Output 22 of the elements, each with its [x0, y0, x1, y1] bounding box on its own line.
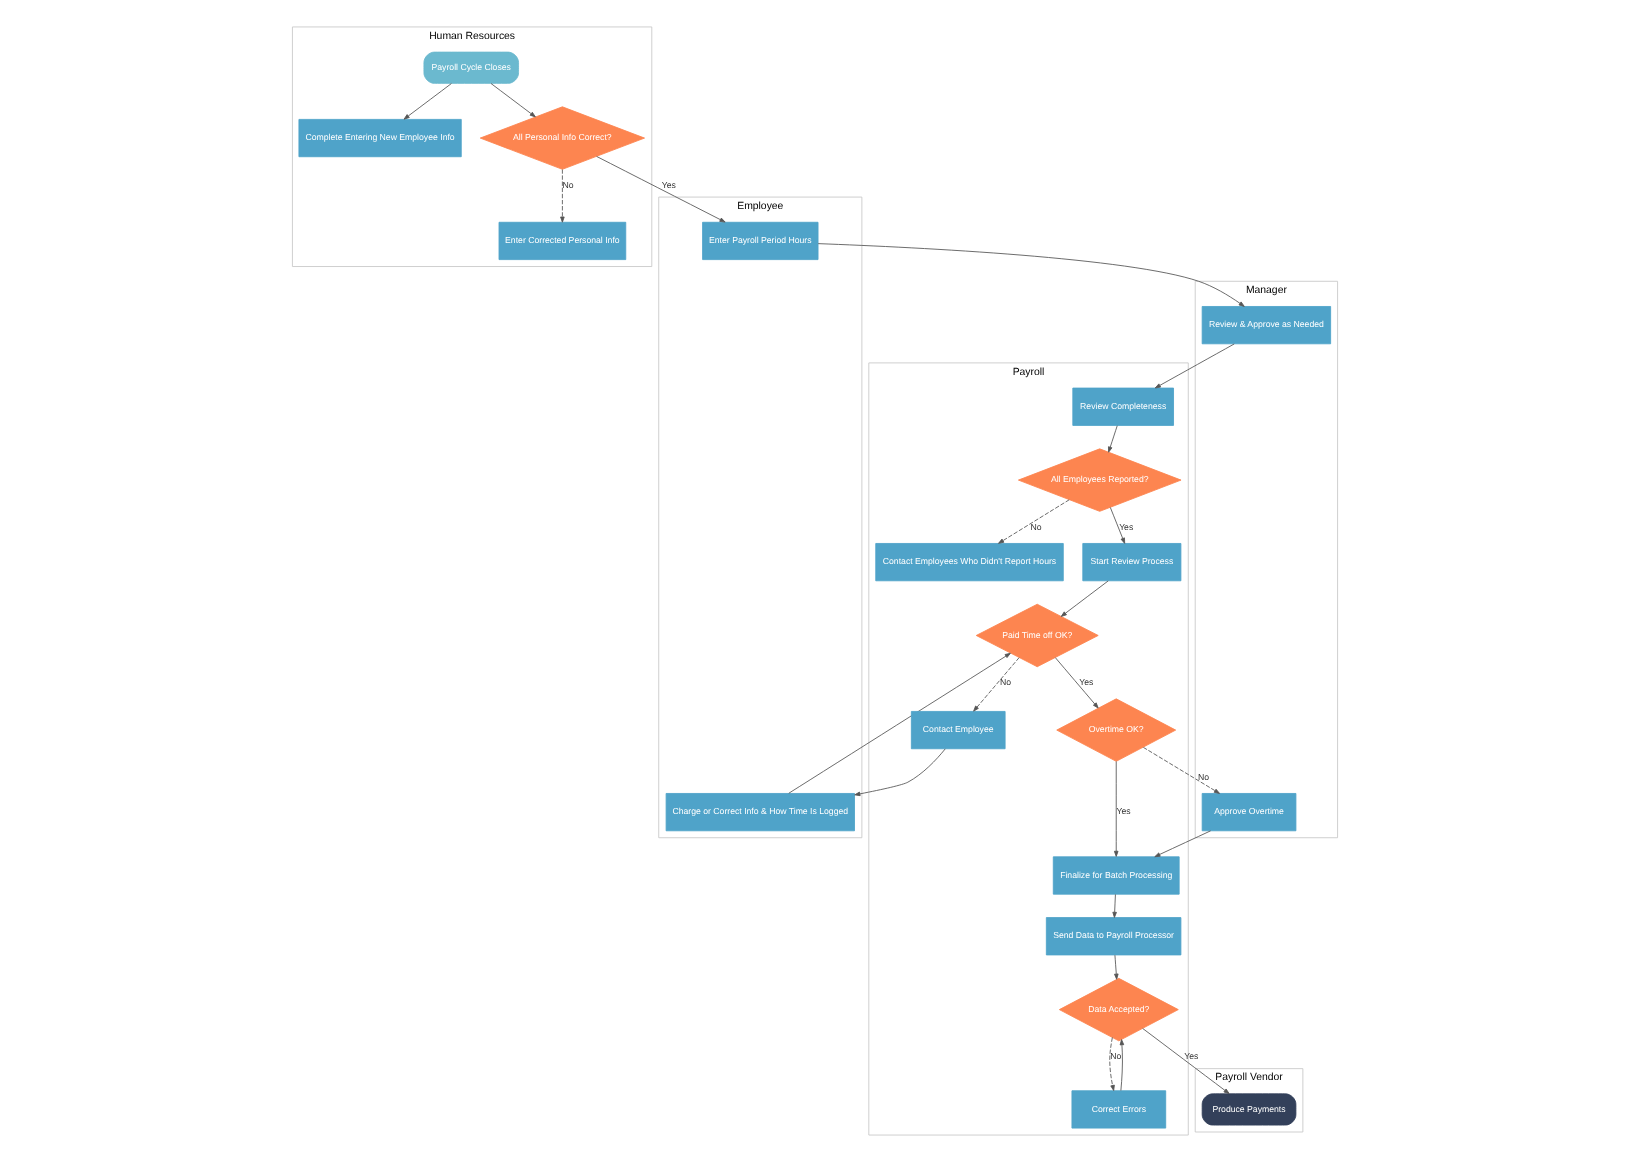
arrow — [972, 657, 1019, 712]
arrow — [1108, 1037, 1114, 1092]
arrow — [1108, 507, 1125, 544]
arrow — [489, 83, 535, 118]
arrow — [1113, 954, 1118, 980]
arrow — [853, 748, 945, 797]
arrow — [1112, 761, 1118, 857]
arrow — [1053, 657, 1098, 709]
arrow — [816, 243, 1244, 307]
arrow — [997, 499, 1069, 544]
arrow — [1142, 746, 1219, 794]
arrow — [1111, 893, 1116, 918]
arrow — [1059, 580, 1108, 617]
arrow — [559, 169, 564, 223]
arrow — [787, 652, 1010, 794]
arrow — [1153, 343, 1234, 389]
arrow — [1153, 830, 1211, 858]
arrow — [1118, 1039, 1124, 1091]
arrow — [402, 83, 451, 120]
arrow — [1107, 425, 1117, 453]
arrow — [595, 156, 725, 223]
arrow — [1141, 1028, 1229, 1094]
